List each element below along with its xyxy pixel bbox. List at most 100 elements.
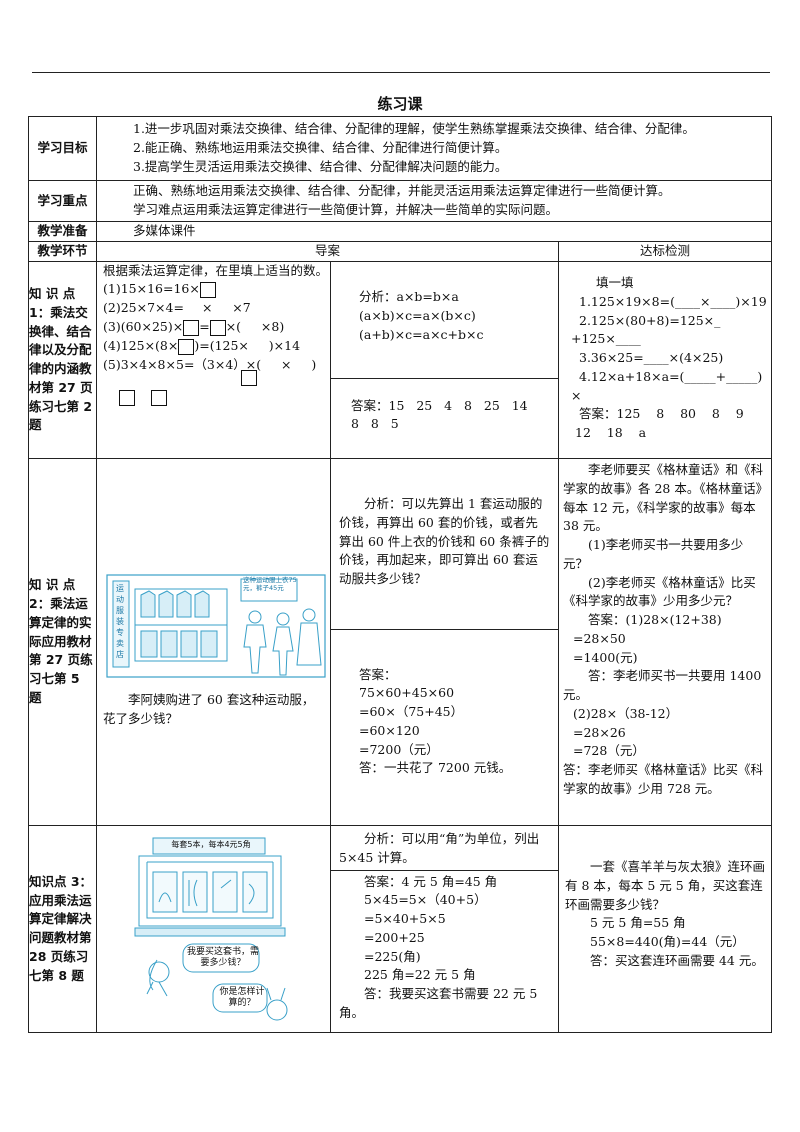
kp2-answer-line: =60×（75+45） bbox=[359, 704, 464, 719]
kp1-analysis-line: (a×b)×c=a×(b×c) bbox=[359, 307, 476, 323]
top-rule bbox=[32, 72, 770, 73]
kp3-answer-line: 5×45=5×（40+5） bbox=[364, 892, 487, 908]
kp1-answer: 答案：15 25 4 8 25 14 bbox=[351, 397, 528, 413]
kp1-prompt: 根据乘法运算定律，在里填上适当的数。 bbox=[103, 263, 329, 278]
kp3-answer-line: =225(角) bbox=[364, 948, 421, 964]
rabbit-figure bbox=[266, 999, 288, 1021]
lesson-table: 学习目标 1.进一步巩固对乘法交换律、结合律、分配律的理解，使学生熟练掌握乘法交… bbox=[28, 116, 773, 1033]
kp2-answer-line: =60×120 bbox=[359, 722, 420, 738]
kp2-exercise: 运动服装专卖店 这种运动服上衣75元，裤子45元 李阿姨购进了 60 套这种运动… bbox=[96, 458, 331, 826]
kp2-check-q2: (2)李老师买《格林童话》比买《科学家的故事》少用多少元？ bbox=[563, 574, 756, 609]
kp2-check-answer: (2)28×（38-12） bbox=[573, 705, 679, 721]
shop-sign-vertical bbox=[112, 580, 130, 668]
kp1-check-line: 1.125×19×8=(____×____)×19 bbox=[579, 293, 767, 309]
kp1-label: 知 识 点 1：乘法交换律、结合律以及分配律的内涵教材第 27 页练习七第 2 … bbox=[28, 261, 97, 459]
answer-box[interactable] bbox=[209, 319, 226, 336]
child-figure bbox=[148, 961, 170, 983]
kp1-check-line: +125×____ bbox=[571, 331, 641, 347]
kp3-guide: 分析：可以用“角”为单位，列出 5×45 计算。 答案：4 元 5 角=45 角… bbox=[330, 825, 559, 1033]
answer-box[interactable] bbox=[151, 390, 167, 407]
kp1-analysis-title: 分析：a×b=b×a bbox=[359, 289, 459, 304]
sportswear-shop-illustration bbox=[106, 574, 326, 678]
kp3-check-line: 5 元 5 角=55 角 bbox=[590, 915, 686, 931]
speech-bubble-1 bbox=[182, 943, 260, 973]
kp3-answer-text: 答：我要买这套书需要 22 元 5 角。 bbox=[339, 986, 538, 1020]
kp1-exercise: 根据乘法运算定律，在里填上适当的数。 (1)15×16=16× (2)25×7×… bbox=[96, 261, 331, 459]
focus-cell: 正确、熟练地运用乘法交换律、结合律、分配律，并能灵活运用乘法运算定律进行一些简便… bbox=[95, 180, 773, 222]
kp2-label: 知 识 点 2：乘法运算定律的实际应用教材第 27 页练习七第 5 题 bbox=[28, 458, 97, 826]
goal-item: 1.进一步巩固对乘法交换律、结合律、分配律的理解，使学生熟练掌握乘法交换律、结合… bbox=[133, 121, 695, 137]
kp2-check-answer-text: 答：李老师买《格林童话》比买《科学家的故事》少用 728 元。 bbox=[563, 762, 764, 796]
kp1-item-4: (4)125×(8×)=(125× )×14 bbox=[103, 338, 301, 355]
focus-label: 学习重点 bbox=[28, 180, 97, 222]
kp2-question: 李阿姨购进了 60 套这种运动服，花了多少钱？ bbox=[103, 692, 315, 726]
focus-item: 正确、熟练地运用乘法交换律、结合律、分配律，并能灵活运用乘法运算定律进行一些简便… bbox=[133, 183, 671, 199]
goals-label: 学习目标 bbox=[28, 116, 97, 181]
kp2-answer-line: =7200（元） bbox=[359, 741, 439, 757]
kp2-answer-line: 答案： bbox=[359, 666, 397, 682]
kp3-exercise: 每套5本，每本4元5角 我要买这套书，需要多少钱？ 你是怎样计算的？ bbox=[96, 825, 331, 1033]
prep-value: 多媒体课件 bbox=[95, 221, 773, 242]
shelf-clothes bbox=[134, 588, 228, 662]
answer-box[interactable] bbox=[241, 370, 257, 387]
kp1-check-line: 4.12×a+18×a=(_____+_____) bbox=[579, 368, 763, 384]
kp3-answer-line: 答案：4 元 5 角=45 角 bbox=[364, 873, 498, 889]
kp2-check-answer: =1400(元) bbox=[573, 649, 638, 665]
goal-item: 2.能正确、熟练地运用乘法交换律、结合律、分配律进行简便计算。 bbox=[133, 140, 508, 156]
speech-bubble-1-text: 我要买这套书，需要多少钱？ bbox=[187, 947, 260, 968]
kp3-check: 一套《喜羊羊与灰太狼》连环画有 8 本，每本 5 元 5 角，买这套连环画需要多… bbox=[557, 825, 773, 1033]
kp1-check-answer: 答案：125 8 80 8 9 bbox=[579, 406, 744, 422]
kp1-answer-cont: 8 8 5 bbox=[351, 416, 399, 432]
price-sign-text: 每套5本，每本4元5角 bbox=[171, 840, 251, 849]
kp1-check-line: 3.36×25=____×(4×25) bbox=[579, 350, 724, 365]
kp3-check-problem: 一套《喜羊羊与灰太狼》连环画有 8 本，每本 5 元 5 角，买这套连环画需要多… bbox=[565, 859, 766, 912]
kp3-answer-line: =200+25 bbox=[364, 929, 425, 945]
kp2-check-problem: 李老师要买《格林童话》和《科学家的故事》各 28 本。《格林童话》每本 12 元… bbox=[563, 462, 764, 534]
answer-box[interactable] bbox=[178, 338, 195, 355]
kp2-check-answer-text: 答：李老师买书一共要用 1400 元。 bbox=[563, 668, 762, 702]
shop-people bbox=[243, 608, 322, 676]
kp3-analysis: 分析：可以用“角”为单位，列出 5×45 计算。 bbox=[339, 831, 540, 865]
price-board bbox=[240, 578, 298, 602]
kp2-check-q1: (1)李老师买书一共要用多少元？ bbox=[563, 537, 744, 571]
kp2-check-answer: =728（元） bbox=[573, 743, 645, 759]
kp2-answer-line: 答：一共花了 7200 元钱。 bbox=[359, 760, 512, 776]
focus-item: 学习难点运用乘法运算定律进行一些简便计算，并解决一些简单的实际问题。 bbox=[133, 202, 559, 217]
kp1-check-line: × bbox=[571, 387, 582, 403]
kp2-answer-line: 75×60+45×60 bbox=[359, 685, 455, 701]
guide-header: 导案 bbox=[96, 241, 559, 262]
kp1-item-1: (1)15×16=16× bbox=[103, 280, 216, 298]
kp1-check-line: 2.125×(80+8)=125×_ bbox=[579, 312, 721, 328]
kp1-check-answer-cont: 12 18 a bbox=[575, 425, 647, 440]
kp2-check-answer: =28×50 bbox=[573, 630, 626, 646]
answer-box[interactable] bbox=[183, 319, 200, 336]
shop-frame bbox=[106, 574, 326, 678]
kp1-item-2: (2)25×7×4=× ×7 bbox=[103, 300, 251, 316]
page-title: 练习课 bbox=[377, 95, 423, 113]
kp1-items: (1)15×16=16× (2)25×7×4=× ×7 (3)(60×25)×=… bbox=[103, 280, 330, 410]
speech-bubble-2-text: 你是怎样计算的？ bbox=[219, 987, 265, 1008]
bookstall-illustration bbox=[134, 837, 288, 1021]
kp3-answer-line: 225 角=22 元 5 角 bbox=[364, 967, 476, 983]
kp2-check-answer: =28×26 bbox=[573, 724, 626, 740]
kp3-check-text: 答：买这套连环画需要 44 元。 bbox=[590, 952, 764, 968]
kp1-item-5: (5)3×4×8×5=（3×4）×( × ) bbox=[103, 357, 317, 373]
kp1-check: 填一填 1.125×19×8=(____×____)×19 2.125×(80+… bbox=[557, 261, 773, 459]
kp2-check-answer: 答案：(1)28×(12+38) bbox=[588, 612, 722, 627]
kp3-check-line: 55×8=440(角)=44（元） bbox=[590, 934, 745, 949]
answer-box[interactable] bbox=[119, 390, 135, 407]
book-display bbox=[138, 855, 282, 927]
price-sign bbox=[152, 837, 266, 855]
goals-cell: 1.进一步巩固对乘法交换律、结合律、分配律的理解，使学生熟练掌握乘法交换律、结合… bbox=[95, 116, 773, 181]
kp1-check-title: 填一填 bbox=[596, 275, 634, 290]
kp3-answer-line: =5×40+5×5 bbox=[364, 911, 446, 926]
kp1-guide: 分析：a×b=b×a (a×b)×c=a×(b×c) (a+b)×c=a×c+b… bbox=[330, 261, 559, 459]
kp2-check: 李老师要买《格林童话》和《科学家的故事》各 28 本。《格林童话》每本 12 元… bbox=[557, 458, 773, 826]
prep-label: 教学准备 bbox=[28, 221, 97, 242]
kp1-analysis-line: (a+b)×c=a×c+b×c bbox=[359, 326, 484, 342]
answer-box[interactable] bbox=[199, 281, 216, 298]
goal-item: 3.提高学生灵活运用乘法交换律、结合律、分配律解决问题的能力。 bbox=[133, 158, 508, 174]
shop-sign-text: 运动服装专卖店 bbox=[116, 584, 124, 659]
kp2-guide: 分析：可以先算出 1 套运动服的价钱，再算出 60 套的价钱，或者先算出 60 … bbox=[330, 458, 559, 826]
speech-bubble-2 bbox=[212, 983, 268, 1013]
